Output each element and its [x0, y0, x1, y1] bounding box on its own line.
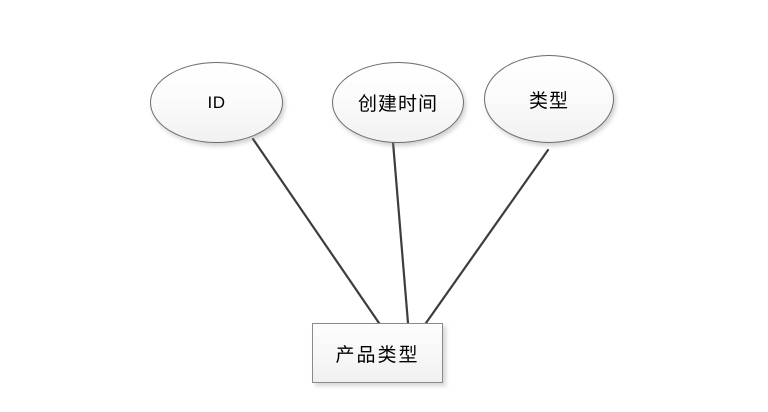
attribute-node-created-time[interactable]: 创建时间	[332, 62, 464, 143]
entity-label-product-type: 产品类型	[335, 343, 420, 366]
entity-node-product-type[interactable]: 产品类型	[312, 323, 443, 383]
attribute-node-type[interactable]: 类型	[484, 55, 614, 143]
attribute-node-id[interactable]: ID	[150, 62, 283, 143]
attribute-label-id: ID	[207, 92, 226, 112]
edge-type-to-entity	[424, 148, 550, 325]
attribute-label-created-time: 创建时间	[357, 93, 438, 115]
edge-created-time-to-entity	[391, 140, 410, 325]
edge-id-to-entity	[251, 137, 381, 325]
attribute-label-type: 类型	[528, 89, 569, 112]
